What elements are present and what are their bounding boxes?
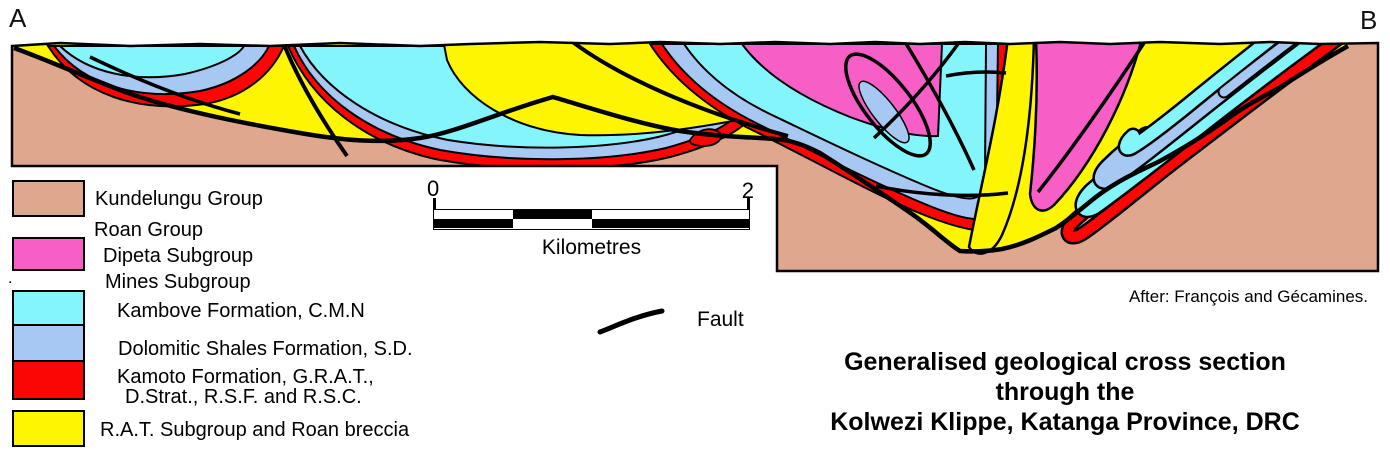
basin-fault-lines xyxy=(872,42,1148,198)
legend-swatch-dipeta xyxy=(12,237,85,271)
legend-label-kambove: Kambove Formation, C.M.N xyxy=(117,300,365,322)
legend-swatch-stack-mines xyxy=(12,290,85,400)
legend-label-mines-subgroup: Mines Subgroup xyxy=(105,271,251,293)
legend-label-kamoto: Kamoto Formation, G.R.A.T., xyxy=(117,366,374,388)
figure-title: Generalised geological cross section thr… xyxy=(740,347,1390,437)
legend-label-kamoto-line2: D.Strat., R.S.F. and R.S.C. xyxy=(125,386,362,408)
scale-tick-left xyxy=(433,198,436,210)
legend-swatch-rat xyxy=(12,410,85,447)
legend-swatch-kambove xyxy=(12,290,85,326)
attribution-text: After: François and Gécamines. xyxy=(1128,287,1368,306)
right-recumbent-fold xyxy=(1060,42,1353,245)
legend-label-roan-group: Roan Group xyxy=(94,219,203,241)
fault-line-f1 xyxy=(281,42,349,158)
scale-end-label: 2 xyxy=(741,178,754,203)
left-fold-1 xyxy=(46,45,286,108)
legend-label-dolomitic: Dolomitic Shales Formation, S.D. xyxy=(118,338,413,360)
section-border xyxy=(10,40,1380,273)
figure-title-line1: Generalised geological cross section xyxy=(844,348,1286,376)
fault-lens-inner xyxy=(858,80,910,144)
fault-lens-eye xyxy=(843,52,933,158)
legend-label-kundelungu: Kundelungu Group xyxy=(95,188,263,210)
scale-start-label: 0 xyxy=(427,176,440,201)
figure-title-line2: through the xyxy=(995,378,1135,406)
scale-tick-right xyxy=(747,198,750,210)
legend-swatch-kundelungu xyxy=(12,180,85,217)
stray-mark: . xyxy=(8,270,13,287)
scale-bar-ruler xyxy=(433,198,750,230)
thrust-line xyxy=(13,44,1350,254)
fault-line-f3 xyxy=(568,42,789,138)
cross-section-drawing xyxy=(10,40,1380,273)
fault-legend-label: Fault xyxy=(697,308,744,331)
scale-unit-label: Kilometres xyxy=(541,236,642,259)
legend-swatch-dolomitic xyxy=(12,324,85,362)
figure-title-line3: Kolwezi Klippe, Katanga Province, DRC xyxy=(830,408,1300,436)
legend-swatch-kamoto xyxy=(12,360,85,400)
legend-label-rat: R.A.T. Subgroup and Roan breccia xyxy=(100,419,410,441)
section-endpoint-b: B xyxy=(1360,5,1378,35)
fault-line-left xyxy=(89,55,241,116)
scale-bar: 0 2 Kilometres xyxy=(427,176,754,260)
legend-label-dipeta: Dipeta Subgroup xyxy=(103,245,254,267)
fault-line-icon xyxy=(597,308,665,335)
section-endpoint-a: A xyxy=(9,3,27,33)
